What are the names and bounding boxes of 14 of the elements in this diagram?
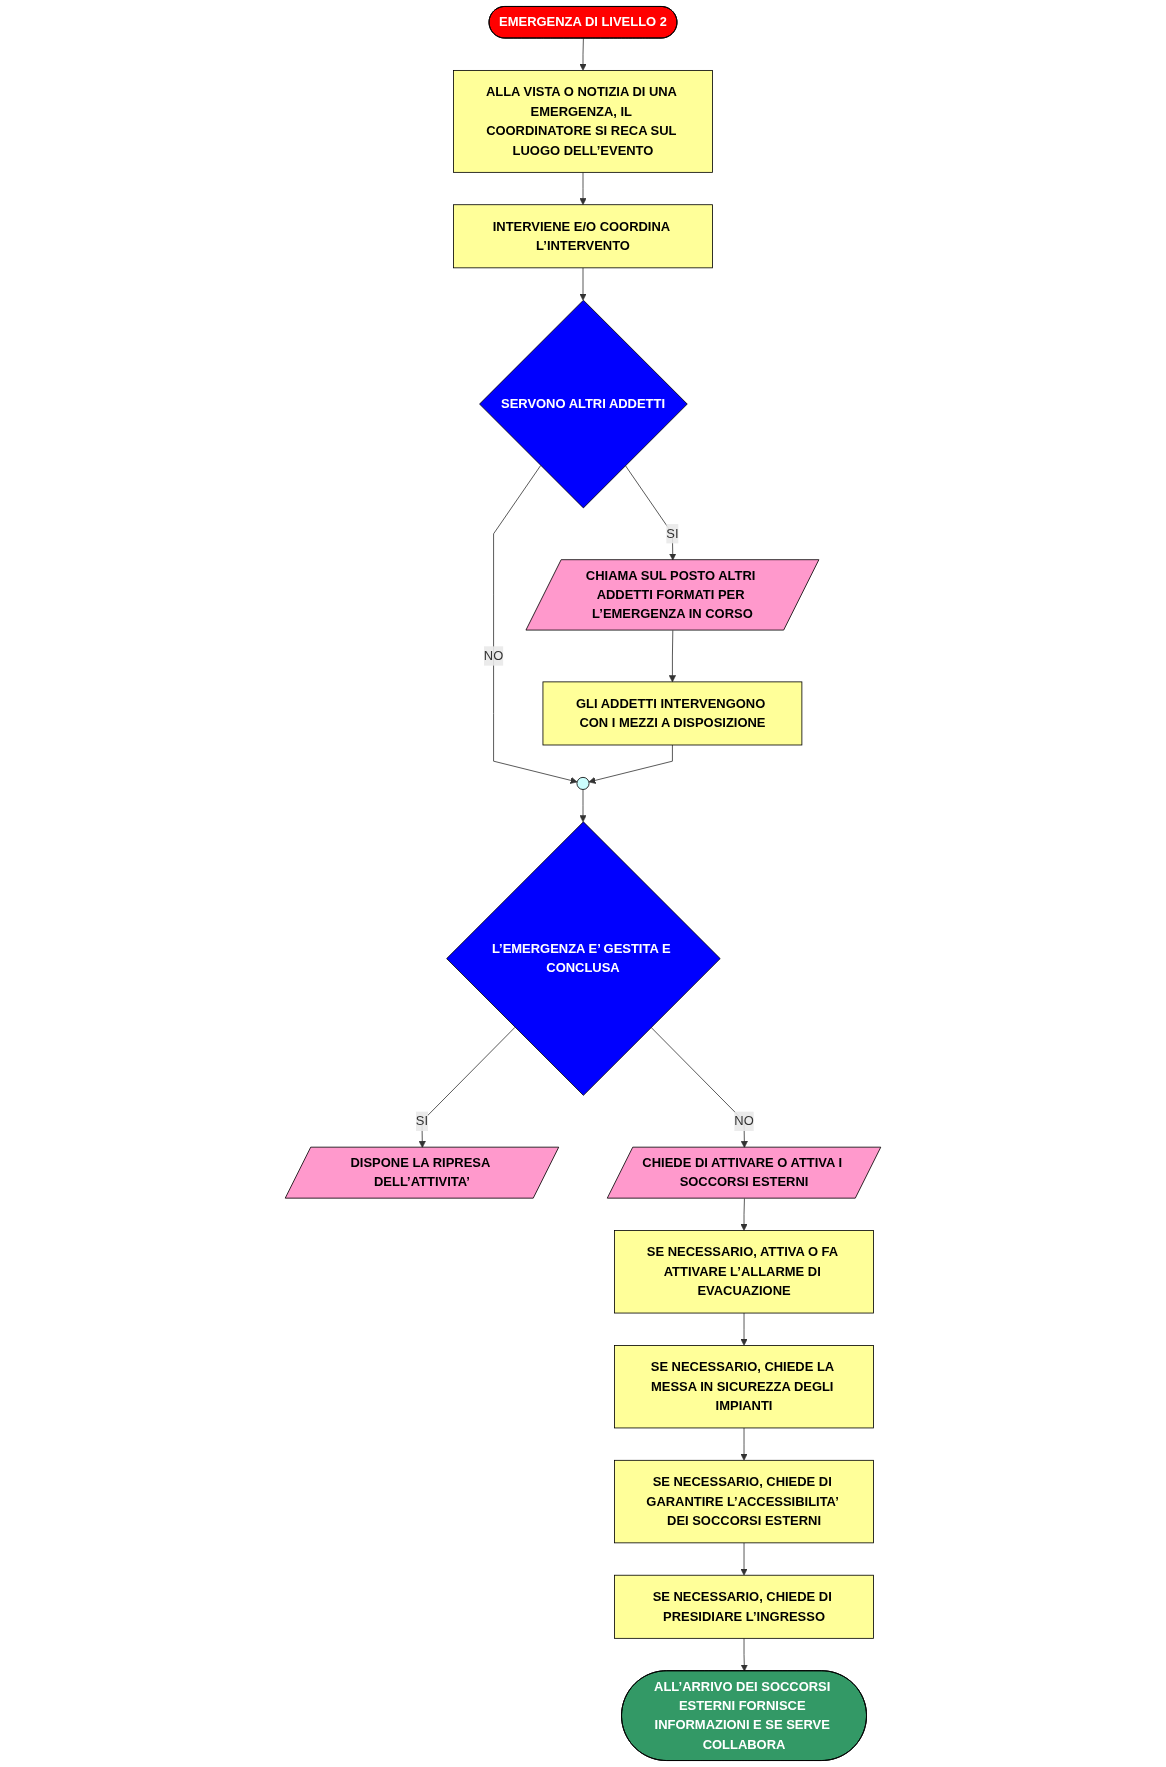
node-box: INTERVIENE E/O COORDINA L’INTERVENTO <box>453 204 713 269</box>
node-diamond: SERVONO ALTRI ADDETTI <box>479 299 688 509</box>
node-box: GLI ADDETTI INTERVENGONO CON I MEZZI A DISPOSIZIONE <box>542 681 803 746</box>
node-circle <box>576 776 590 790</box>
node-box: SE NECESSARIO, CHIEDE DI GARANTIRE L’ACCESSIBILITA’ DEI SOCCORSI ESTERNI <box>614 1459 874 1544</box>
node-box: ALLA VISTA O NOTIZIA DI UNA EMERGENZA, IL COORDINATORE SI RECA SUL LUOGO DELL’EVENTO <box>453 70 713 173</box>
node-box: SE NECESSARIO, CHIEDE LA MESSA IN SICUREZZA DEGLI IMPIANTI <box>614 1345 874 1429</box>
edge-label: SI <box>666 526 679 541</box>
node-box: SE NECESSARIO, ATTIVA O FA ATTIVARE L’ALLARME DI EVACUAZIONE <box>614 1230 874 1314</box>
edge-label: SI <box>415 1113 429 1128</box>
node-box: SE NECESSARIO, CHIEDE DI PRESIDIARE L’INGRESSO <box>614 1574 874 1639</box>
edge-label: NO <box>483 648 504 663</box>
node-diamond: L’EMERGENZA E’ GESTITA E CONCLUSA <box>446 821 721 1096</box>
edge-label: NO <box>734 1113 754 1128</box>
